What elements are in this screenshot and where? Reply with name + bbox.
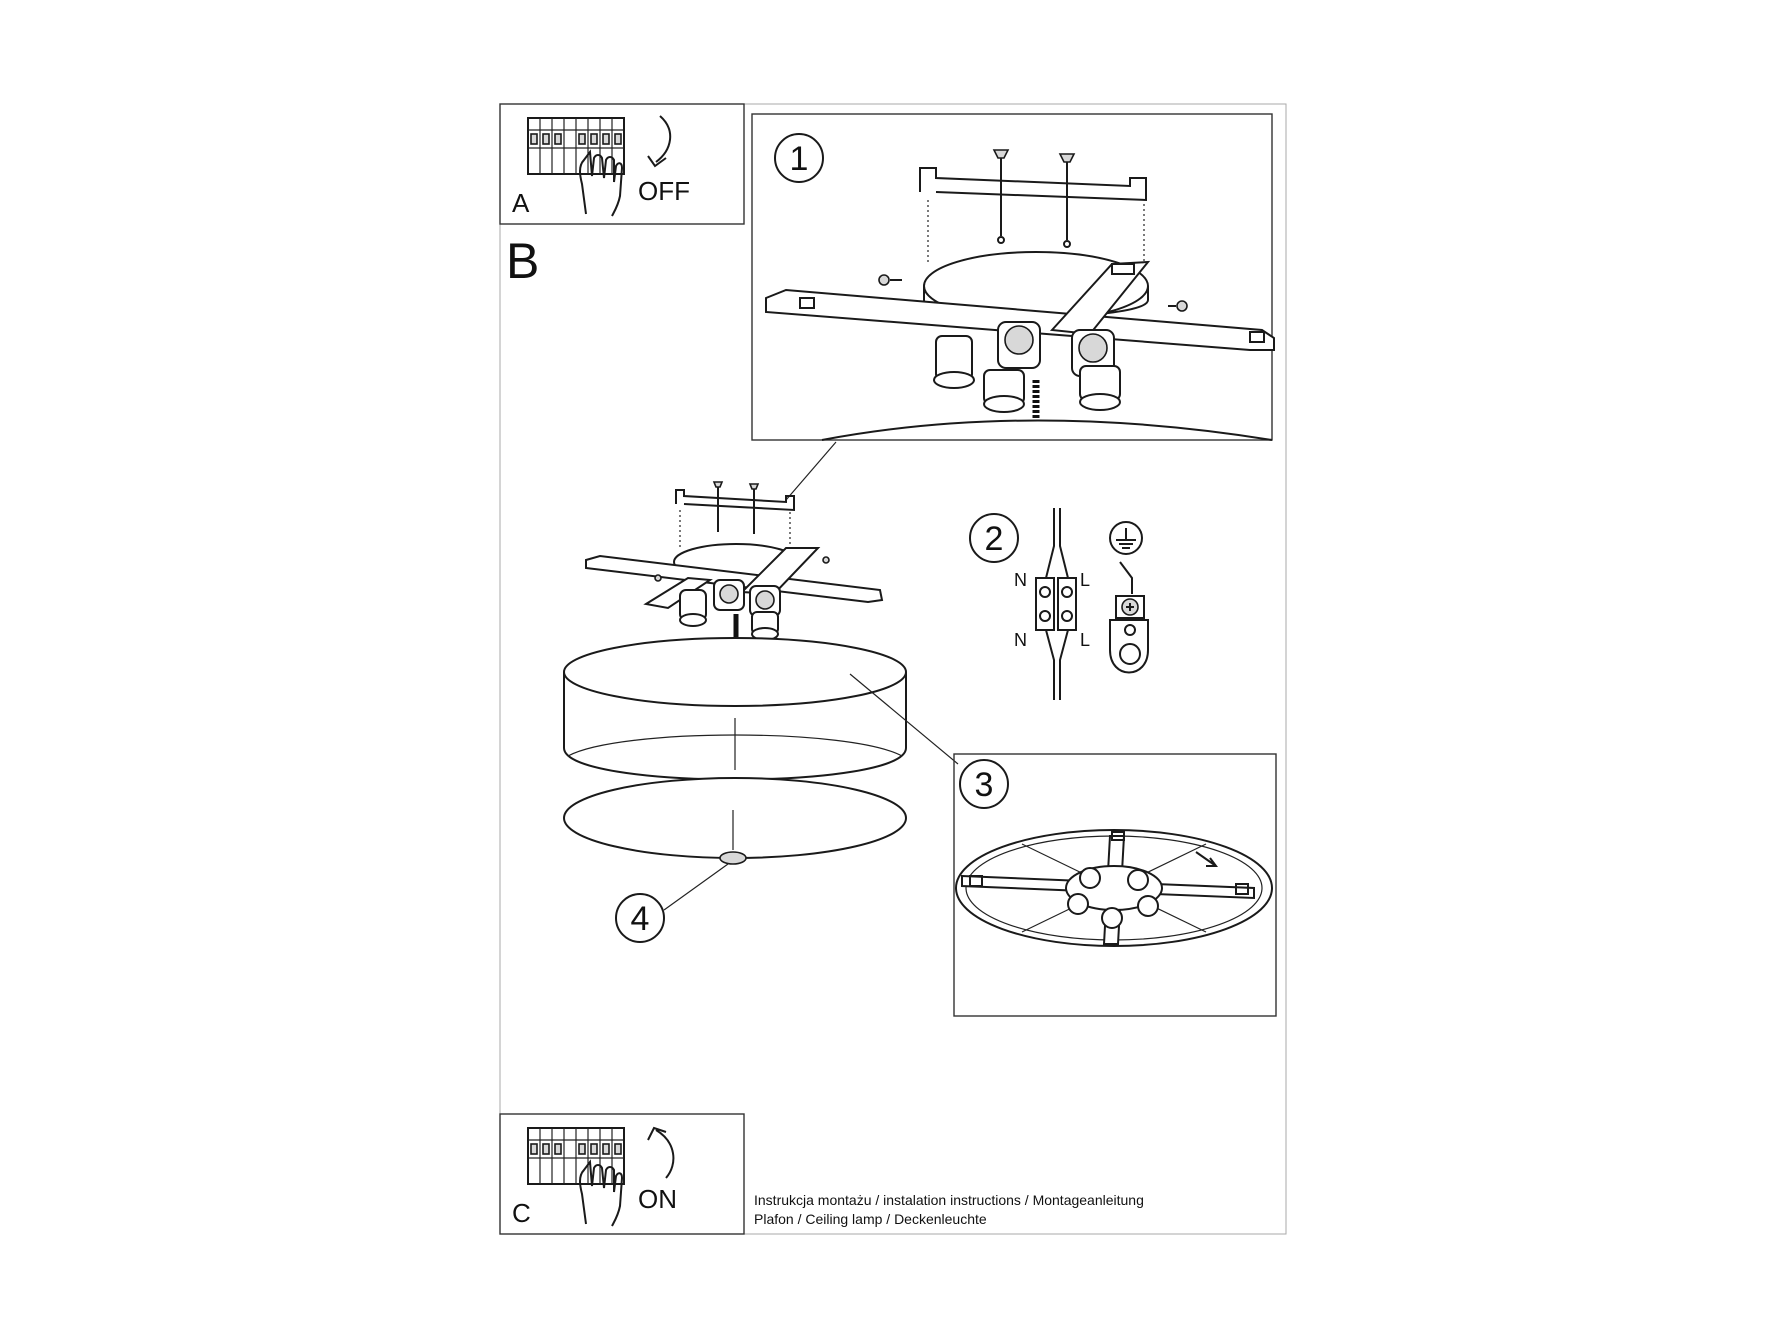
ground-symbol-icon	[1109, 521, 1143, 555]
lamp-socket-icon	[1079, 867, 1101, 889]
ceiling-bracket	[675, 489, 795, 512]
step-3-badge	[959, 759, 1009, 809]
panel-c-letter: C	[512, 1198, 531, 1228]
step-3-detail: 3	[953, 753, 1277, 1017]
lamp-socket-icon	[749, 585, 781, 617]
rotate-arrow-icon	[1195, 851, 1218, 867]
lamp-socket-icon	[997, 321, 1041, 369]
step-1-frame	[751, 113, 1273, 441]
step-2-number: 2	[985, 520, 1004, 558]
step-4-number: 4	[631, 900, 650, 938]
finial-knob	[719, 851, 747, 865]
lamp-socket-icon	[1127, 869, 1149, 891]
page-frame	[499, 103, 1287, 1235]
screw-icon	[1058, 153, 1076, 248]
lamp-socket-icon	[1101, 907, 1123, 929]
panel-a-frame	[499, 103, 745, 225]
lamp-socket-icon	[1067, 893, 1089, 915]
footer-line-1: Instrukcja montażu / instalation instruc…	[754, 1192, 1144, 1208]
panel-a-action: OFF	[638, 176, 690, 206]
diffuser-plate	[563, 777, 907, 859]
screw-icon	[878, 274, 902, 286]
shade-edge	[821, 419, 1273, 441]
wire-label-live: L	[1080, 630, 1090, 650]
lamp-socket-icon	[1071, 329, 1115, 377]
lamp-socket-icon	[1137, 895, 1159, 917]
panel-c: C ON	[499, 1113, 745, 1235]
breaker-box-icon	[527, 117, 625, 175]
panel-c-frame	[499, 1113, 745, 1235]
step-3-number: 3	[975, 766, 994, 804]
terminal-block	[1035, 577, 1077, 631]
step-3-frame	[953, 753, 1277, 1017]
wire-label-neutral: N	[1014, 570, 1027, 590]
step-2-badge	[969, 513, 1019, 563]
screw-icon	[1168, 300, 1188, 312]
wire-label-live: L	[1080, 570, 1090, 590]
lamp-assembly	[563, 481, 959, 911]
lamp-socket-icon	[983, 369, 1025, 413]
screw-icon	[992, 149, 1010, 244]
arrow-up-icon	[647, 1126, 675, 1179]
lamp-socket-icon	[1079, 365, 1121, 411]
mounting-crossbar	[765, 288, 1275, 351]
callout-line	[849, 673, 959, 765]
hand-icon	[579, 149, 624, 217]
footer-line-2: Plafon / Ceiling lamp / Deckenleuchte	[754, 1211, 987, 1227]
step-1-badge	[774, 133, 824, 183]
panel-b-letter: B	[506, 233, 539, 289]
step-4-badge	[615, 893, 665, 943]
panel-a-letter: A	[512, 188, 530, 218]
callout-line	[785, 441, 837, 501]
lamp-socket-icon	[751, 611, 779, 641]
panel-a: A OFF	[499, 103, 745, 225]
callout-line	[663, 863, 729, 911]
panel-c-action: ON	[638, 1184, 677, 1214]
lamp-socket-icon	[713, 579, 745, 611]
step-1-number: 1	[790, 140, 809, 178]
ceiling-bracket	[919, 167, 1147, 202]
hand-icon	[579, 1159, 624, 1227]
lamp-socket-icon	[679, 589, 707, 627]
lamp-socket-icon	[933, 335, 975, 389]
drum-shade	[563, 637, 907, 781]
step-2-wiring: 2 N L N L	[969, 508, 1149, 700]
arrow-down-icon	[647, 115, 671, 168]
breaker-box-icon	[527, 1127, 625, 1185]
step-1-detail: 1	[751, 113, 1275, 441]
wire-label-neutral: N	[1014, 630, 1027, 650]
ground-terminal-icon	[1109, 595, 1149, 674]
